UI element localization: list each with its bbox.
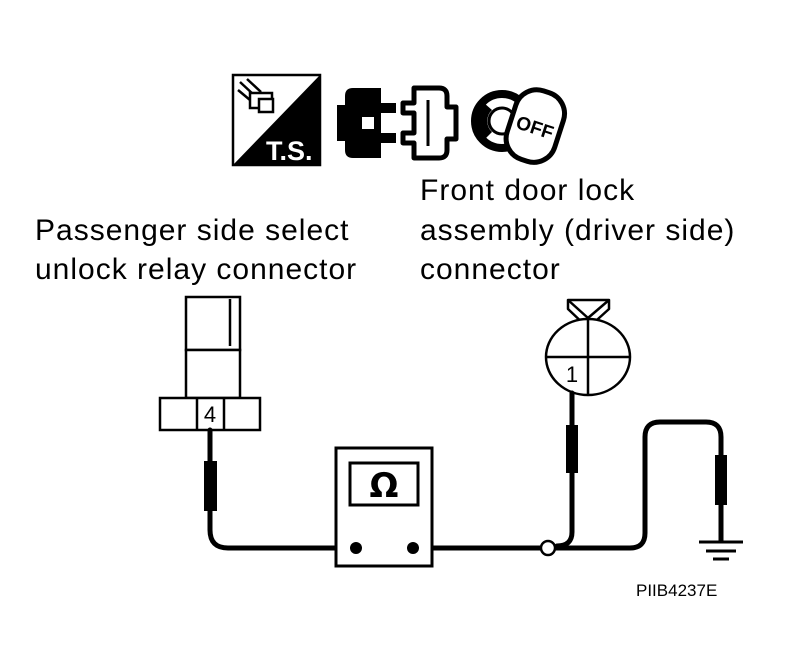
probe-door-lock	[566, 425, 578, 473]
front-door-lock-label-line-1: Front door lock	[420, 174, 635, 207]
probe-ground	[715, 455, 727, 505]
ohmmeter-display	[348, 461, 420, 507]
probe-relay	[204, 461, 217, 511]
front-door-lock-label-line-2: assembly (driver side)	[420, 214, 735, 247]
wire-relay-to-meter	[207, 427, 359, 551]
door-lock-connector: 1	[544, 298, 632, 397]
relay-terminal-number: 4	[204, 402, 216, 427]
wire-meter-to-ground	[410, 419, 724, 551]
wire-junction	[539, 539, 557, 557]
connector-disconnect-icon	[337, 85, 459, 161]
front-door-lock-label: Front door lock assembly (driver side) c…	[420, 174, 735, 286]
tester-spec-icon: T.S.	[231, 73, 322, 167]
ohm-symbol: Ω	[370, 466, 399, 506]
ignition-key-off-icon: OFF	[471, 87, 567, 165]
passenger-relay-label: Passenger side select unlock relay conne…	[35, 214, 357, 286]
figure-id: PIIB4237E	[636, 581, 717, 600]
relay-connector: 4	[158, 295, 262, 432]
passenger-relay-label-line-1: Passenger side select	[35, 214, 350, 247]
passenger-relay-label-line-2: unlock relay connector	[35, 253, 357, 286]
wire-door-lock-terminal	[554, 390, 575, 549]
meter-terminal-left	[350, 542, 362, 554]
front-door-lock-label-line-3: connector	[420, 253, 561, 286]
ground-icon	[699, 540, 743, 561]
door-lock-terminal-number: 1	[566, 362, 578, 387]
tester-spec-text: T.S.	[266, 136, 313, 166]
ohmmeter-icon: Ω	[334, 446, 434, 568]
tester-connector-glyph	[237, 78, 275, 114]
meter-terminal-right	[407, 542, 419, 554]
